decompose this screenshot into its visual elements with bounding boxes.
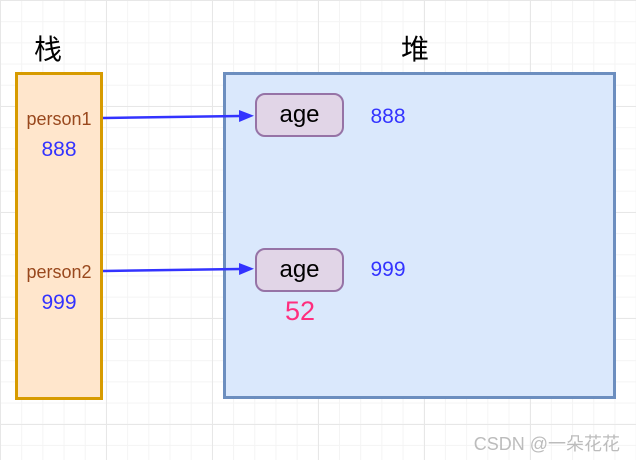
- stack-var-person1-ref: 888: [41, 138, 77, 161]
- heap-region-title: 堆: [400, 34, 429, 65]
- stack-var-person2-ref: 999: [41, 291, 77, 314]
- stack-var-person1-name: person1: [26, 109, 92, 129]
- heap-object2-field-value: 52: [284, 296, 316, 326]
- heap-object1-field-label: age: [279, 101, 320, 128]
- heap-object1-address: 888: [370, 105, 406, 128]
- heap-object2-address: 999: [370, 258, 406, 281]
- stack-region-box: [15, 72, 103, 400]
- heap-object2-age-box: age: [255, 248, 344, 292]
- csdn-watermark: CSDN @一朵花花: [473, 434, 620, 454]
- stack-var-person2-name: person2: [26, 262, 92, 282]
- person1-to-object1-arrow: [102, 110, 254, 123]
- stack-region-title: 栈: [33, 34, 62, 65]
- heap-object2-field-label: age: [279, 256, 320, 283]
- person2-to-object2-arrow: [102, 263, 254, 276]
- heap-object1-age-box: age: [255, 93, 344, 137]
